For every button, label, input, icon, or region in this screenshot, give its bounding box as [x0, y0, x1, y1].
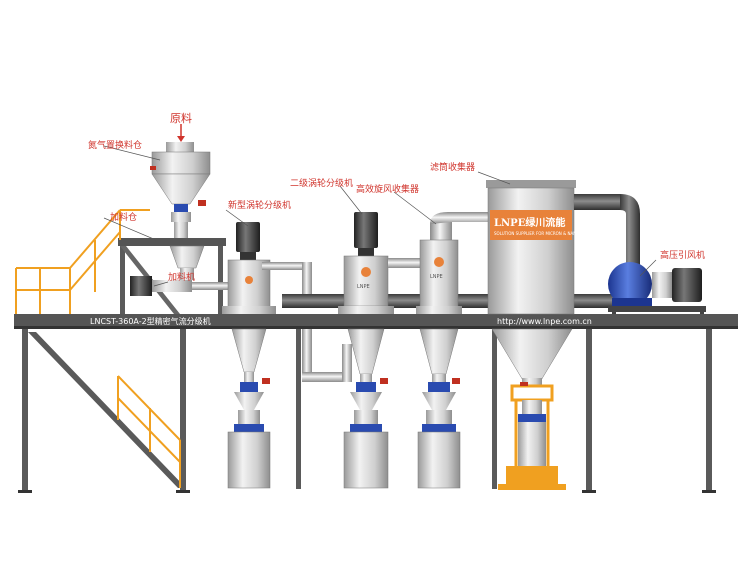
badge-label: LNPE: [357, 284, 370, 290]
brand-panel: [490, 210, 572, 240]
safety-railings: [15, 209, 181, 488]
label-cyclone: 高效旋风收集器: [356, 183, 419, 195]
fan-motor: [672, 268, 702, 302]
collection-drum: [227, 431, 271, 489]
main-platform: LNCST-360A-2型精密气流分级机 http://www.lnpe.com…: [14, 314, 738, 493]
label-secondary-classifier: 二级涡轮分级机: [290, 177, 353, 189]
platform-leg: [492, 329, 497, 489]
fan-volute: [608, 262, 652, 306]
platform-leg: [706, 329, 712, 492]
collection-drum: [343, 431, 389, 489]
badge-label: LNPE: [430, 274, 443, 280]
label-feeder: 加料机: [168, 271, 195, 283]
screw-feeder: [130, 276, 228, 296]
turbo-classifier-1: [222, 222, 312, 489]
cartridge-filter: LNPE绿川流能 SOLUTION SUPPLIER FOR MICRON & …: [486, 180, 599, 490]
label-fan: 高压引风机: [660, 249, 705, 261]
high-pressure-fan: [608, 262, 706, 314]
annotation-leaders: [103, 145, 657, 287]
stair-stringer: [28, 332, 186, 488]
classifier-motor: [236, 222, 260, 252]
brand-logo: LNPE绿川流能: [494, 216, 565, 229]
fan-duct: [574, 194, 640, 270]
model-caption: LNCST-360A-2型精密气流分级机: [90, 316, 211, 326]
cyclone-collector: LNPE: [416, 212, 494, 489]
transfer-pipe: [302, 329, 352, 382]
label-raw-material: 原料: [170, 111, 192, 125]
platform-leg: [586, 329, 592, 492]
classifier-motor: [354, 212, 378, 248]
label-bag-filter: 滤筒收集器: [430, 161, 475, 173]
platform-leg: [180, 329, 186, 492]
label-new-classifier: 新型涡轮分级机: [228, 199, 291, 211]
label-nitrogen-bin: 氮气置换料仓: [88, 139, 142, 151]
nitrogen-bin: [150, 124, 211, 280]
platform-leg: [296, 329, 301, 489]
collection-drum: [417, 431, 461, 489]
label-feeding-platform: 加料仓: [110, 211, 137, 223]
website-caption: http://www.lnpe.com.cn: [497, 317, 592, 326]
platform-beam: [14, 314, 738, 326]
brand-tagline: SOLUTION SUPPLIER FOR MICRON & NANO POWD…: [494, 231, 599, 236]
platform-leg: [22, 329, 28, 492]
turbo-classifier-2: LNPE: [338, 212, 422, 489]
